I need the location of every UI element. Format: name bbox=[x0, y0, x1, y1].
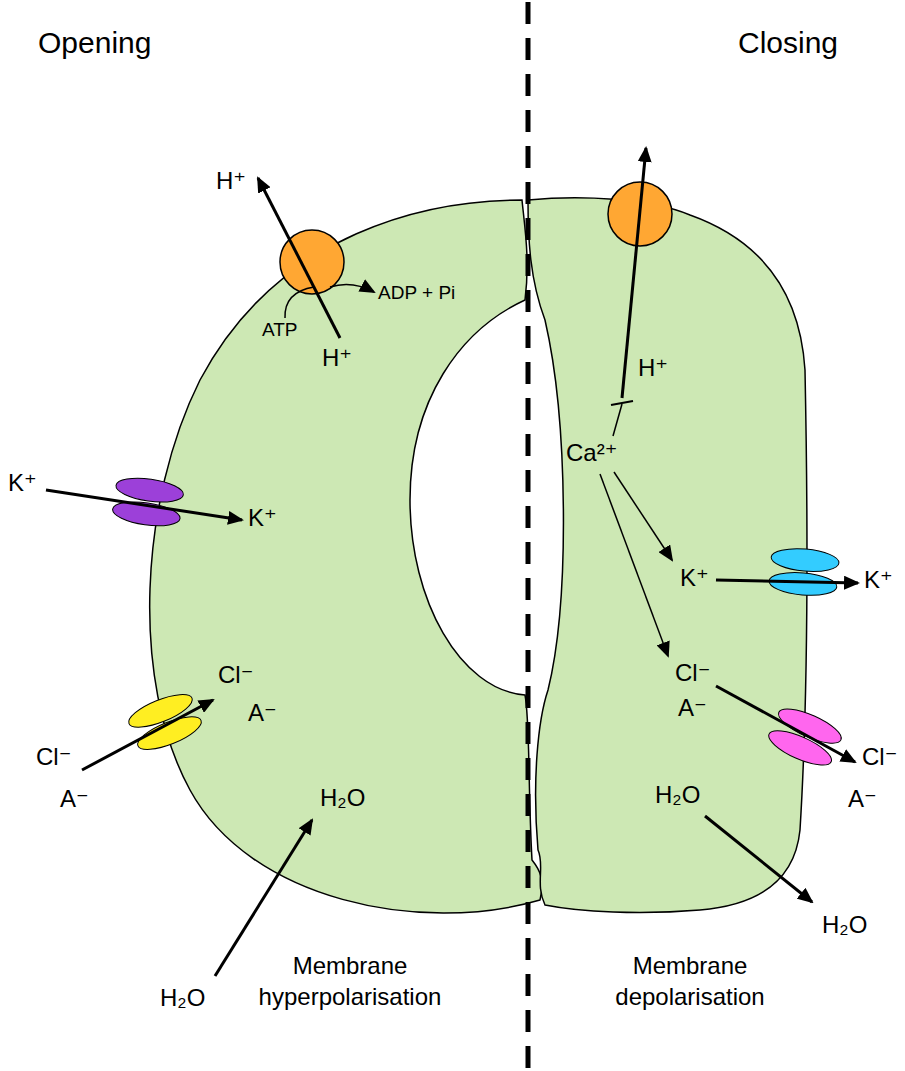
state-caption: Membrane depolarisation bbox=[580, 950, 800, 1012]
ion-label: K⁺ bbox=[248, 505, 277, 531]
state-caption: Membrane hyperpolarisation bbox=[235, 950, 465, 1012]
k-influx-arrow bbox=[46, 490, 242, 520]
proton-pump bbox=[608, 182, 672, 246]
anion-efflux-arrow bbox=[716, 686, 855, 762]
proton-pump bbox=[280, 230, 344, 294]
substrate-label: ATP bbox=[262, 320, 298, 341]
ion-label: K⁺ bbox=[680, 565, 709, 591]
channel-subunit bbox=[125, 688, 196, 734]
inhibition-bar bbox=[611, 401, 633, 405]
divider-line bbox=[526, 2, 531, 1069]
channel-subunit bbox=[111, 498, 181, 529]
channel-subunit bbox=[134, 710, 205, 756]
inhibition-stem bbox=[613, 404, 622, 436]
ion-label: K⁺ bbox=[8, 470, 37, 496]
anion-influx-arrow bbox=[82, 700, 213, 770]
molecule-label: H₂O bbox=[822, 912, 867, 938]
ion-label: Cl⁻ bbox=[218, 662, 253, 688]
channel-subunit bbox=[765, 724, 836, 772]
channel-subunit bbox=[768, 570, 838, 598]
k-efflux-arrow bbox=[716, 580, 858, 583]
molecule-label: H₂O bbox=[160, 985, 205, 1011]
calcium-arrow bbox=[600, 474, 668, 656]
channel-subunit bbox=[770, 546, 840, 574]
ion-label: Ca²⁺ bbox=[566, 440, 617, 466]
k-out-channel bbox=[768, 546, 840, 598]
guard-cell: H⁺ Ca²⁺ K⁺ Cl⁻ A⁻ H₂O bbox=[526, 192, 810, 916]
anion-out-channel bbox=[765, 702, 846, 772]
ion-label: A⁻ bbox=[248, 700, 277, 726]
panel-heading: Closing bbox=[738, 26, 838, 59]
k-in-channel bbox=[111, 474, 185, 529]
water-influx-arrow bbox=[215, 820, 312, 976]
ion-label: Cl⁻ bbox=[36, 744, 71, 770]
cell-shape bbox=[528, 198, 807, 913]
atp-arrow bbox=[285, 287, 314, 318]
anion-in-channel bbox=[125, 688, 205, 756]
cell-shape bbox=[150, 200, 542, 913]
ion-label: A⁻ bbox=[848, 786, 877, 812]
channel-subunit bbox=[774, 702, 845, 750]
calcium-arrow bbox=[614, 472, 672, 560]
product-label: ADP + Pi bbox=[378, 283, 455, 304]
channel-subunit bbox=[114, 474, 184, 505]
guard-cell: ADP + Pi ATP H⁺ K⁺ Cl⁻ A⁻ H₂O bbox=[126, 194, 546, 934]
ion-label: H⁺ bbox=[638, 355, 668, 381]
adp-arrow bbox=[330, 284, 374, 292]
ion-label: H⁺ bbox=[322, 345, 352, 371]
cell-outline bbox=[126, 194, 546, 934]
panel-heading: Opening bbox=[38, 26, 151, 59]
molecule-label: H₂O bbox=[320, 785, 365, 811]
ion-label: Cl⁻ bbox=[675, 660, 710, 686]
water-efflux-arrow bbox=[705, 816, 812, 902]
ion-label: A⁻ bbox=[60, 786, 89, 812]
proton-arrow bbox=[622, 148, 646, 398]
ion-label: Cl⁻ bbox=[862, 744, 897, 770]
molecule-label: H₂O bbox=[655, 782, 700, 808]
ion-label: K⁺ bbox=[864, 567, 893, 593]
ion-label: A⁻ bbox=[678, 695, 707, 721]
ion-label: H⁺ bbox=[216, 168, 246, 194]
proton-arrow bbox=[258, 178, 340, 338]
